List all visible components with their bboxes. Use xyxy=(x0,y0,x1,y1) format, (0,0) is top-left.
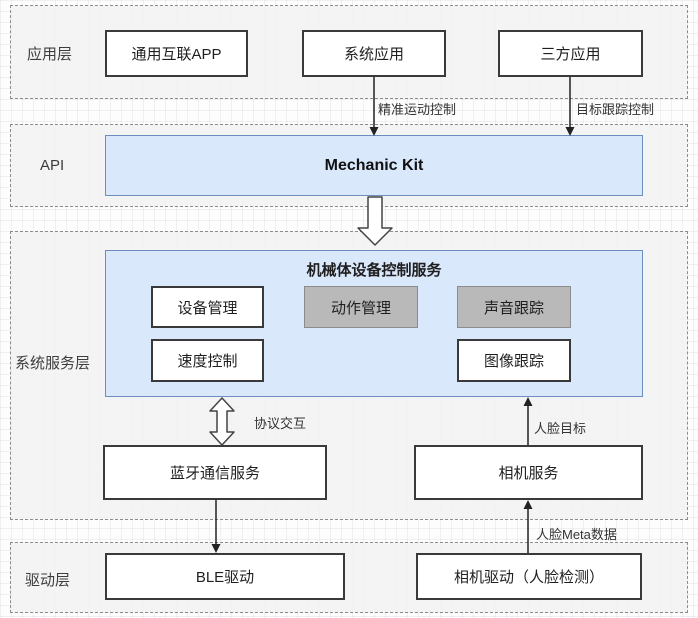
layer-label-driver: 驱动层 xyxy=(25,572,71,589)
module-image-tracking: 图像跟踪 xyxy=(457,339,571,382)
node-bluetooth-comm-service: 蓝牙通信服务 xyxy=(103,445,327,500)
layer-label-api: API xyxy=(40,157,65,174)
node-third-party-app: 三方应用 xyxy=(498,30,643,77)
module-device-management: 设备管理 xyxy=(151,286,264,328)
node-mechanic-kit: Mechanic Kit xyxy=(105,135,643,196)
module-sound-tracking: 声音跟踪 xyxy=(457,286,571,328)
layer-label-system-service: 系统服务层 xyxy=(15,355,91,372)
edge-label-target-tracking-control: 目标跟踪控制 xyxy=(576,102,655,117)
edge-label-precise-motion-control: 精准运动控制 xyxy=(378,102,457,117)
node-camera-service: 相机服务 xyxy=(414,445,643,500)
node-camera-driver: 相机驱动（人脸检测） xyxy=(416,553,642,600)
edge-label-protocol-interaction: 协议交互 xyxy=(254,416,307,431)
layer-label-application: 应用层 xyxy=(27,46,73,63)
module-motion-management: 动作管理 xyxy=(304,286,418,328)
group-device-control-service: 机械体设备控制服务 设备管理 动作管理 声音跟踪 速度控制 图像跟踪 xyxy=(105,250,643,397)
edge-label-face-target: 人脸目标 xyxy=(534,421,587,436)
node-system-app: 系统应用 xyxy=(302,30,446,77)
module-speed-control: 速度控制 xyxy=(151,339,264,382)
edge-label-face-meta-data: 人脸Meta数据 xyxy=(536,527,617,542)
node-ble-driver: BLE驱动 xyxy=(105,553,345,600)
node-universal-interconnect-app: 通用互联APP xyxy=(105,30,248,77)
group-title: 机械体设备控制服务 xyxy=(306,262,442,279)
